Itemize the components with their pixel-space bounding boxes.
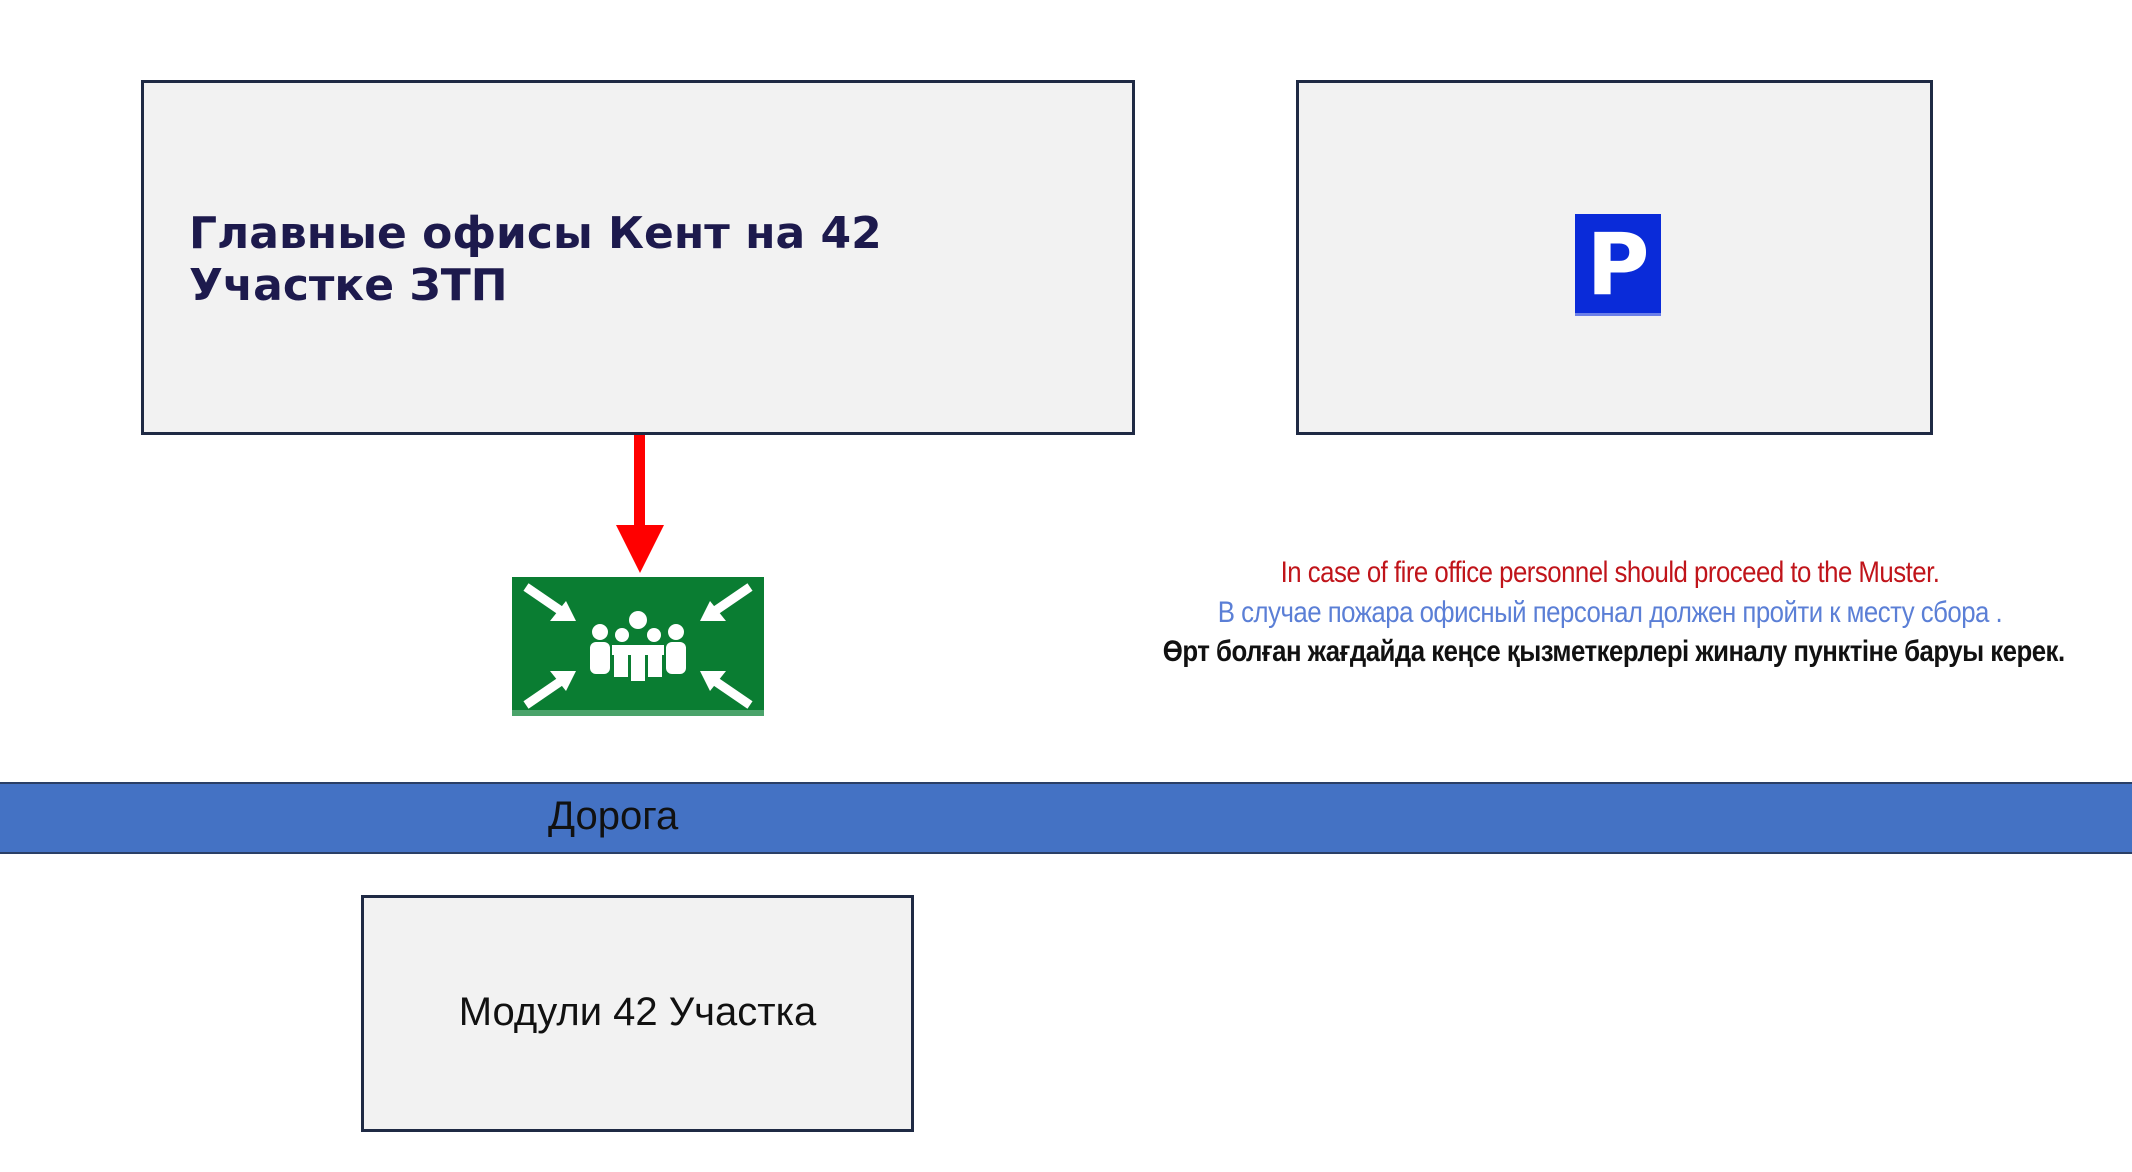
- assembly-point-icon: [512, 577, 764, 716]
- road-band: Дорога: [0, 782, 2132, 854]
- main-office-box: Главные офисы Кент на 42 Участке ЗТП: [141, 80, 1135, 435]
- parking-sign-letter: P: [1586, 215, 1649, 313]
- arrow-down-icon: [616, 435, 664, 573]
- parking-sign-icon: P: [1575, 214, 1661, 316]
- fire-notice-english: In case of fire office personnel should …: [1280, 556, 1940, 589]
- road-label: Дорога: [548, 794, 679, 838]
- modules-label: Модули 42 Участка: [458, 990, 817, 1034]
- main-office-title: Главные офисы Кент на 42 Участке ЗТП: [189, 208, 882, 311]
- modules-box: Модули 42 Участка: [361, 895, 914, 1132]
- parking-area-box: P: [1296, 80, 1933, 435]
- fire-notice-russian: В случае пожара офисный персонал должен …: [1217, 596, 2003, 629]
- fire-notice-kazakh: Өрт болған жағдайда кеңсе қызметкерлері …: [1162, 635, 2065, 668]
